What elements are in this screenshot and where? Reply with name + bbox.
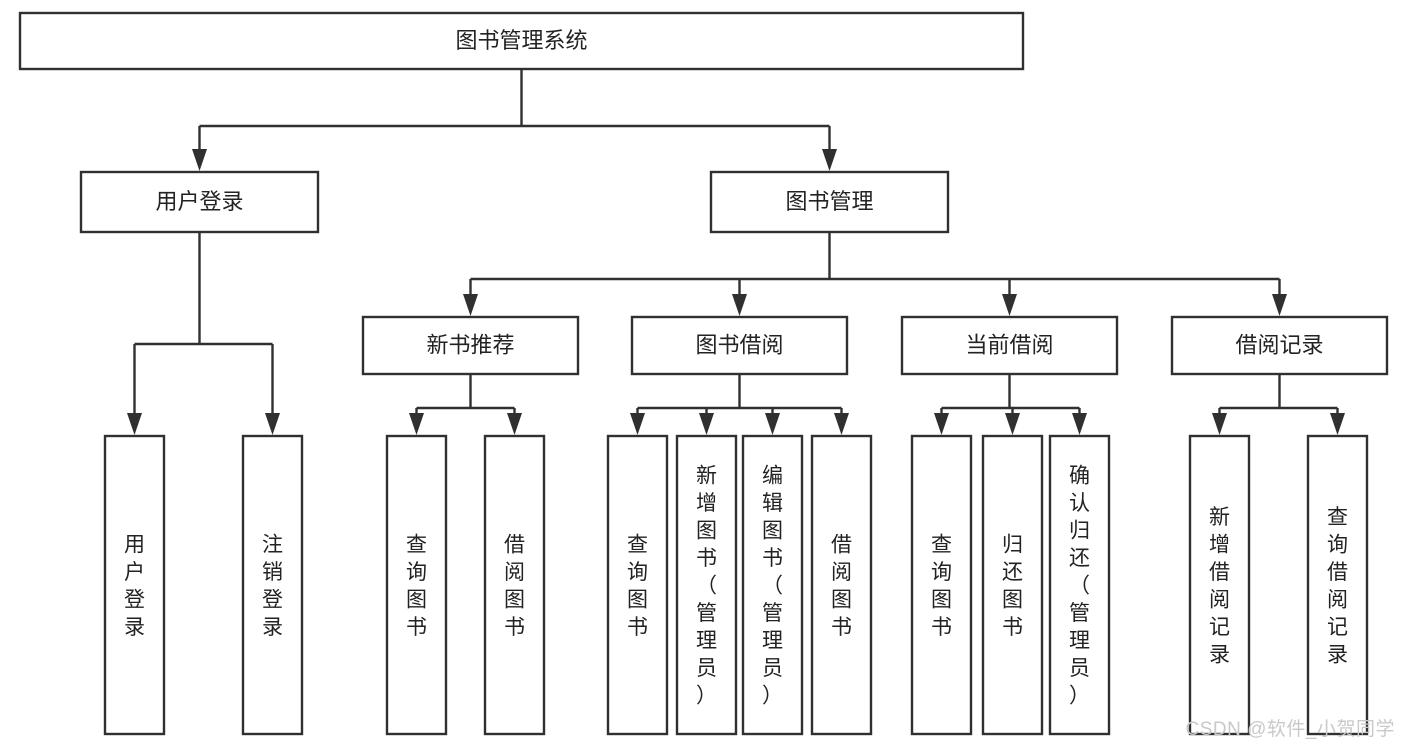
arrowhead [732, 294, 747, 316]
node-label-new-book-rec: 新书推荐 [426, 332, 514, 357]
edge-group-current-borrow [934, 374, 1087, 435]
node-new-book-rec[interactable]: 新书推荐 [361, 315, 580, 376]
node-current-borrow[interactable]: 当前借阅 [900, 315, 1119, 376]
node-label-current-borrow: 当前借阅 [965, 332, 1053, 357]
edge-group-root [192, 69, 837, 171]
edge-group-borrow-record [1212, 374, 1345, 435]
node-box-leaf-borrow-add-book[interactable] [675, 434, 738, 736]
watermark-text: CSDN @软件_小贺同学 [1185, 719, 1395, 740]
node-box-leaf-rec-add-record[interactable] [1188, 434, 1251, 736]
node-label-leaf-borrow-borrow-book: 借阅图书 [831, 533, 852, 639]
node-box-leaf-rec-borrow-book[interactable] [483, 434, 546, 736]
node-root[interactable]: 图书管理系统 [18, 11, 1025, 71]
node-box-leaf-borrow-query-book[interactable] [606, 434, 669, 736]
arrowhead [463, 294, 478, 316]
node-box-leaf-rec-query-book[interactable] [385, 434, 448, 736]
arrowhead [507, 413, 522, 435]
node-label-leaf-rec-borrow-book: 借阅图书 [504, 533, 525, 639]
node-label-borrow-record: 借阅记录 [1235, 332, 1323, 357]
node-box-leaf-user-login[interactable] [103, 434, 166, 736]
node-leaf-rec-borrow-book[interactable]: 借阅图书 [483, 434, 546, 736]
arrowhead [822, 149, 837, 171]
arrowhead [765, 413, 780, 435]
node-borrow-record[interactable]: 借阅记录 [1170, 315, 1389, 376]
node-leaf-user-logout[interactable]: 注销登录 [241, 434, 304, 736]
node-leaf-cur-confirm-return[interactable]: 确认归还（管理员） [1048, 434, 1111, 736]
node-box-book-manage[interactable] [709, 170, 950, 234]
arrowhead [1330, 413, 1345, 435]
node-leaf-rec-query-book[interactable]: 查询图书 [385, 434, 448, 736]
node-box-leaf-user-logout[interactable] [241, 434, 304, 736]
arrowhead [265, 413, 280, 435]
node-leaf-borrow-query-book[interactable]: 查询图书 [606, 434, 669, 736]
node-box-book-borrow[interactable] [630, 315, 849, 376]
arrowhead [1005, 413, 1020, 435]
node-leaf-cur-return-book[interactable]: 归还图书 [981, 434, 1044, 736]
node-box-new-book-rec[interactable] [361, 315, 580, 376]
edge-group-new-book-rec [409, 374, 522, 435]
node-box-current-borrow[interactable] [900, 315, 1119, 376]
node-leaf-borrow-borrow-book[interactable]: 借阅图书 [810, 434, 873, 736]
node-label-root: 图书管理系统 [455, 28, 587, 53]
node-leaf-borrow-edit-book[interactable]: 编辑图书（管理员） [741, 434, 804, 736]
arrowhead [127, 413, 142, 435]
node-box-leaf-cur-confirm-return[interactable] [1048, 434, 1111, 736]
node-label-book-manage: 图书管理 [785, 189, 873, 214]
arrowhead [834, 413, 849, 435]
node-box-leaf-rec-query-record[interactable] [1306, 434, 1369, 736]
arrowhead [409, 413, 424, 435]
arrowhead [1272, 294, 1287, 316]
node-user-login[interactable]: 用户登录 [79, 170, 320, 234]
node-label-leaf-cur-return-book: 归还图书 [1002, 533, 1023, 639]
node-leaf-cur-query-book[interactable]: 查询图书 [910, 434, 973, 736]
node-book-manage[interactable]: 图书管理 [709, 170, 950, 234]
arrowhead [934, 413, 949, 435]
node-book-borrow[interactable]: 图书借阅 [630, 315, 849, 376]
node-label-leaf-user-logout: 注销登录 [262, 533, 283, 639]
node-box-leaf-borrow-edit-book[interactable] [741, 434, 804, 736]
arrowhead [192, 149, 207, 171]
node-label-leaf-borrow-query-book: 查询图书 [627, 533, 648, 639]
node-label-user-login: 用户登录 [155, 189, 243, 214]
node-leaf-borrow-add-book[interactable]: 新增图书（管理员） [675, 434, 738, 736]
node-label-leaf-rec-query-record: 查询借阅记录 [1327, 506, 1348, 667]
node-label-book-borrow: 图书借阅 [695, 332, 783, 357]
node-label-leaf-borrow-edit-book: 编辑图书（管理员） [762, 465, 783, 708]
node-box-leaf-cur-query-book[interactable] [910, 434, 973, 736]
node-label-leaf-cur-confirm-return: 确认归还（管理员） [1069, 465, 1090, 708]
node-box-leaf-borrow-borrow-book[interactable] [810, 434, 873, 736]
arrowhead [630, 413, 645, 435]
node-label-leaf-user-login: 用户登录 [124, 533, 145, 639]
node-box-root[interactable] [18, 11, 1025, 71]
node-box-borrow-record[interactable] [1170, 315, 1389, 376]
arrowhead [1002, 294, 1017, 316]
node-box-leaf-cur-return-book[interactable] [981, 434, 1044, 736]
node-leaf-rec-add-record[interactable]: 新增借阅记录 [1188, 434, 1251, 736]
node-leaf-rec-query-record[interactable]: 查询借阅记录 [1306, 434, 1369, 736]
node-box-user-login[interactable] [79, 170, 320, 234]
nodes-layer: 图书管理系统用户登录图书管理新书推荐图书借阅当前借阅借阅记录用户登录注销登录查询… [18, 11, 1389, 736]
arrowhead [699, 413, 714, 435]
edge-group-user-login [127, 232, 280, 435]
node-label-leaf-rec-query-book: 查询图书 [406, 533, 427, 639]
edge-group-book-manage [463, 232, 1287, 316]
arrowhead [1072, 413, 1087, 435]
node-label-leaf-rec-add-record: 新增借阅记录 [1209, 506, 1230, 667]
node-label-leaf-borrow-add-book: 新增图书（管理员） [696, 465, 717, 708]
arrowhead [1212, 413, 1227, 435]
node-leaf-user-login[interactable]: 用户登录 [103, 434, 166, 736]
node-label-leaf-cur-query-book: 查询图书 [931, 533, 952, 639]
edges-layer [127, 69, 1345, 435]
edge-group-book-borrow [630, 374, 849, 435]
